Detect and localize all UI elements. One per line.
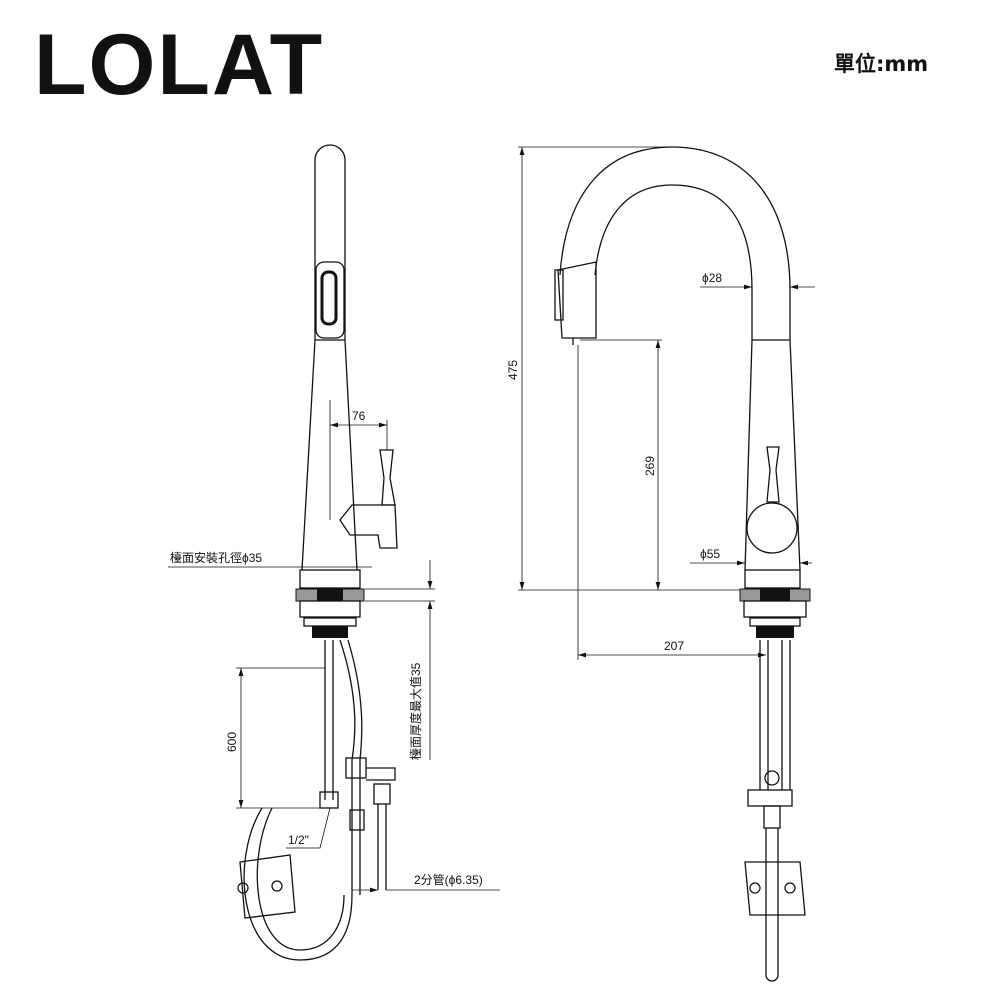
dim-spout-clearance: 269 <box>643 456 657 476</box>
dim-inlet-thread: 1/2" <box>288 833 309 847</box>
side-view-faucet <box>237 144 398 961</box>
dim-base-diameter: ϕ55 <box>700 547 720 561</box>
front-view-dimensions: 475 ϕ28 269 ϕ55 207 <box>506 146 815 660</box>
dim-total-height: 475 <box>506 360 520 380</box>
dim-spout-diameter: ϕ28 <box>702 271 722 285</box>
dim-spout-reach: 207 <box>664 639 684 653</box>
side-view-dimensions: 76 檯面安裝孔徑ϕ35 檯面厚度最大值35 600 1/2" 2分管(ϕ6.3… <box>168 400 500 893</box>
dim-hose-length: 600 <box>225 732 239 752</box>
dim-supply-pipe: 2分管(ϕ6.35) <box>414 872 483 887</box>
dim-counter-thickness: 檯面厚度最大值35 <box>408 662 423 760</box>
dim-mount-hole: 檯面安裝孔徑ϕ35 <box>170 550 262 565</box>
brand-logo: LOLAT <box>34 17 325 113</box>
front-view-faucet <box>554 146 811 982</box>
dim-handle-offset: 76 <box>352 409 366 423</box>
unit-label: 單位:mm <box>834 52 929 76</box>
